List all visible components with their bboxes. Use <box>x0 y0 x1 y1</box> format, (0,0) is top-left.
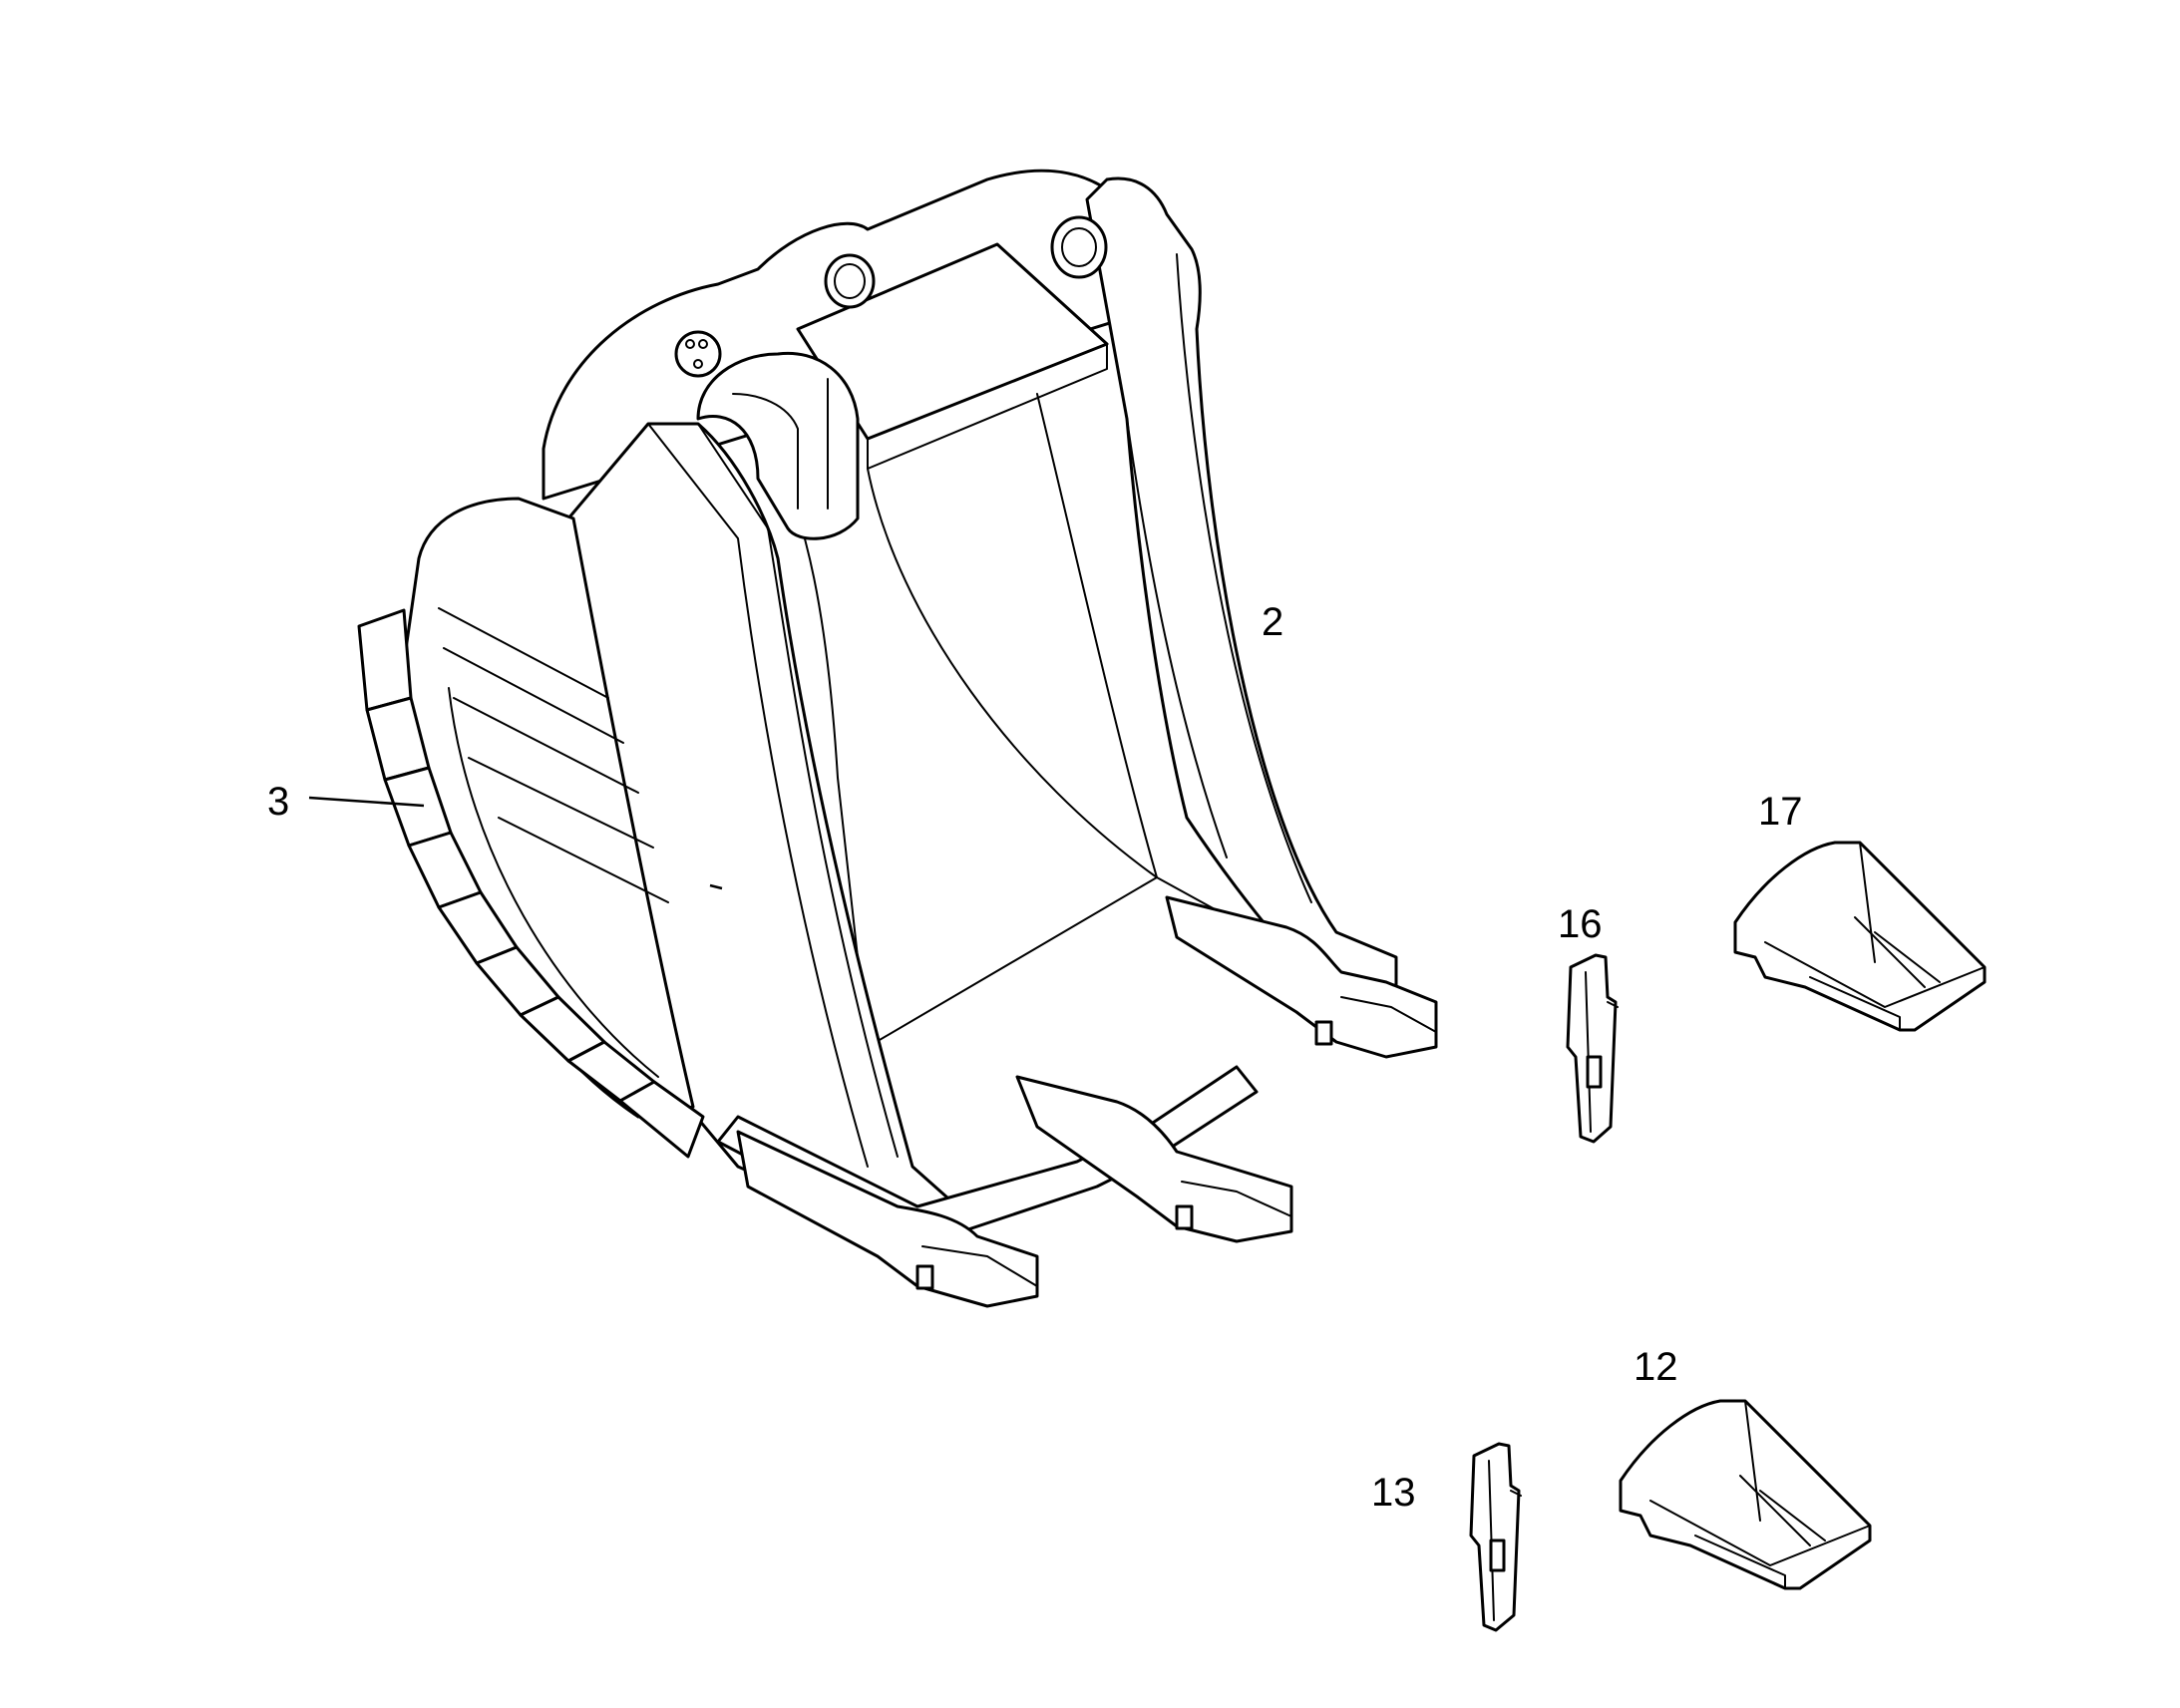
bucket-pivot-pin-right <box>1050 215 1108 279</box>
tooth-adapter-2 <box>1015 1075 1293 1243</box>
wear-strip-segments <box>357 608 705 1159</box>
callout-3: 3 <box>267 780 289 824</box>
leader-line-minor <box>709 883 723 890</box>
callout-12: 12 <box>1634 1345 1678 1389</box>
leader-line-3 <box>308 796 425 808</box>
bucket-interior-floor <box>867 876 1258 1048</box>
bucket-tooth-17 <box>1733 841 1987 1032</box>
bucket-assembly <box>357 169 1438 1308</box>
bucket-interior-back <box>867 468 1158 878</box>
tooth-adapter-3 <box>1165 895 1438 1059</box>
bucket-right-sideplate <box>1085 176 1398 989</box>
tooth-adapter-1 <box>736 1130 1039 1308</box>
callout-2: 2 <box>1262 600 1283 644</box>
bucket-side-boss <box>674 330 722 378</box>
callout-17: 17 <box>1758 790 1803 834</box>
bucket-left-ear <box>696 351 860 540</box>
bucket-tooth-12 <box>1619 1399 1872 1590</box>
tooth-pin-16 <box>1566 953 1619 1144</box>
callout-13: 13 <box>1371 1471 1416 1515</box>
tooth-pin-13 <box>1469 1442 1522 1632</box>
callout-16: 16 <box>1558 902 1603 946</box>
bucket-pivot-pin-left <box>824 253 876 309</box>
